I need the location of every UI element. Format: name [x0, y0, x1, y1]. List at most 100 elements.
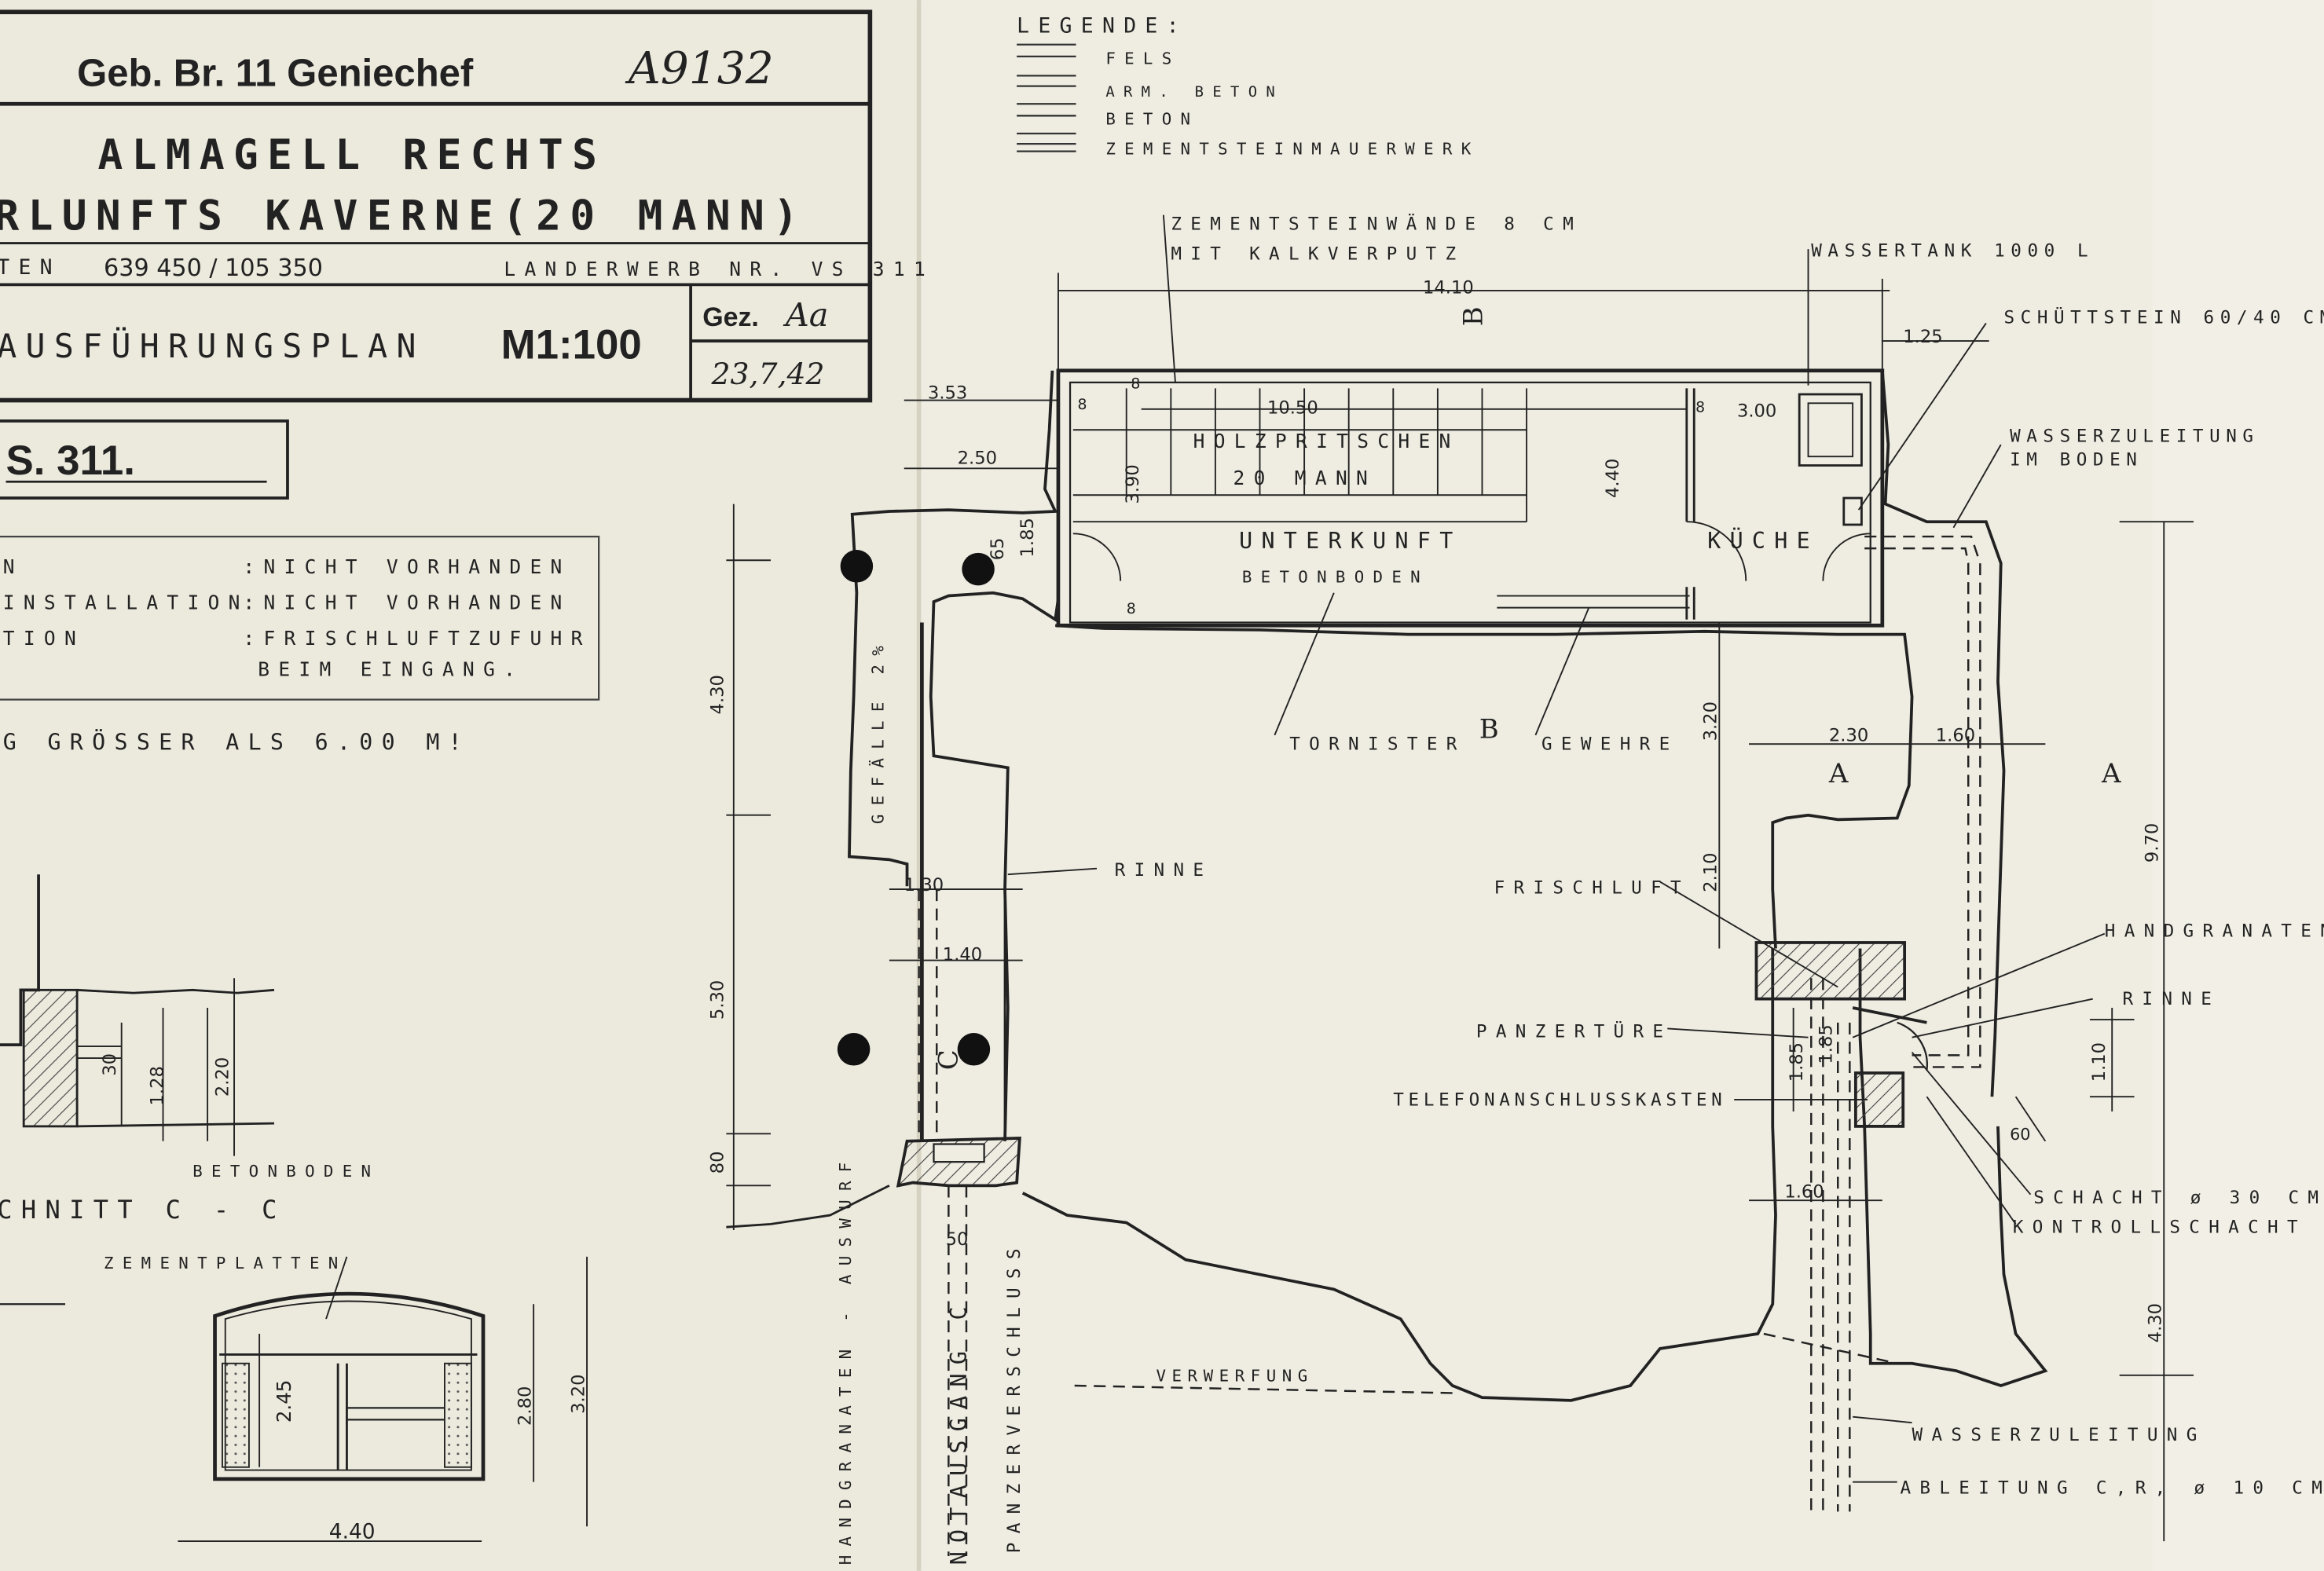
label-wassertank: WASSERTANK 1000 L — [1811, 241, 2094, 262]
section-cc-dim-220: 2.20 — [213, 1057, 233, 1097]
cavern-inner-wall — [1069, 381, 1871, 624]
floor-plan — [726, 214, 2194, 1556]
label-kontrollschacht: KONTROLLSCHACHT 40 — [2013, 1218, 2324, 1238]
plan-scale: M1:100 — [501, 322, 642, 368]
drawing-number: A9132 — [625, 42, 774, 94]
label-ableitung: ABLEITUNG C,R, ø 10 CM — [1900, 1478, 2324, 1499]
dim-430-left: 4.30 — [708, 675, 728, 714]
armored-door-frame — [1754, 941, 1907, 1001]
svg-text:8: 8 — [1127, 600, 1136, 617]
plan-labels: ZEMENTSTEINWÄNDE 8 CM MIT KALKVERPUTZ WA… — [1115, 213, 2324, 1499]
dim-185b: 1.85 — [1787, 1042, 1807, 1082]
section-cc-dim-320: 3.20 — [568, 1374, 588, 1413]
sink — [1842, 496, 1863, 526]
title-block — [0, 9, 873, 403]
landerwerb-number: LANDERWERB NR. VS 311 — [504, 258, 934, 280]
label-holzpritschen: HOLZPRITSCHEN — [1193, 430, 1460, 452]
dim-970: 9.70 — [2143, 823, 2163, 862]
svg-text:1.40: 1.40 — [943, 945, 982, 965]
bunk-grid — [1072, 388, 1690, 609]
section-marker-a-left: A — [1828, 758, 1857, 789]
dimension-lines — [726, 273, 2194, 1542]
label-zementsteinwaende: ZEMENTSTEINWÄNDE 8 CM — [1171, 213, 1582, 235]
section-cc-dim-440: 4.40 — [329, 1519, 376, 1544]
label-schuettstein: SCHÜTTSTEIN 60/40 CM — [2004, 306, 2324, 328]
dim-440: 4.40 — [1603, 459, 1623, 498]
dim-110: 1.10 — [2089, 1042, 2110, 1082]
label-telefon: TELEFONANSCHLUSSKASTEN — [1393, 1089, 1726, 1110]
dim-530: 5.30 — [708, 980, 728, 1020]
drawing-date: 23,7,42 — [711, 357, 825, 391]
label-kueche: KÜCHE — [1707, 527, 1819, 554]
label-kalkverputz: MIT KALKVERPUTZ — [1171, 244, 1464, 264]
dimension-values: 14.10 10.50 3.00 1.25 3.53 2.50 8 8 8 8 … — [904, 0, 2225, 1250]
svg-text:2.30: 2.30 — [1829, 725, 1868, 745]
legend-item-arm-beton: ARM. BETON — [1105, 83, 1284, 101]
stamp-box — [0, 419, 289, 500]
svg-text:8: 8 — [1131, 375, 1140, 392]
svg-text:3.00: 3.00 — [1737, 401, 1776, 421]
label-wasserzuleitung-boden-2: IM BODEN — [2010, 450, 2143, 471]
stamp-number: S. 311. — [6, 438, 135, 484]
dim-185c: 1.85 — [1816, 1024, 1837, 1064]
punch-holes — [837, 550, 995, 1066]
label-unterkunft: UNTERKUNFT — [1239, 528, 1461, 554]
svg-text:N: N — [3, 555, 24, 578]
svg-text:8: 8 — [1077, 396, 1087, 413]
svg-text:60: 60 — [2010, 1125, 2030, 1144]
dim-80: 80 — [708, 1151, 728, 1174]
warning-note: G GRÖSSER ALS 6.00 M! — [3, 729, 471, 756]
drawn-by-label: Gez. — [702, 302, 759, 332]
drawn-by-initials: Aa — [783, 295, 829, 334]
svg-text::NICHT VORHANDEN: :NICHT VORHANDEN — [243, 591, 570, 614]
svg-text:8: 8 — [1695, 399, 1705, 416]
section-cc-dim-128: 1.28 — [148, 1066, 168, 1105]
svg-text:1.60: 1.60 — [1784, 1181, 1824, 1202]
svg-text:2.50: 2.50 — [958, 449, 997, 469]
section-cc-dim-245: 2.45 — [273, 1380, 295, 1423]
section-marker-a-right: A — [2101, 758, 2130, 789]
label-handgranaten-right: HANDGRANATEN — [2105, 921, 2324, 941]
dim-430-right: 4.30 — [2145, 1303, 2165, 1342]
label-panzertuere: PANZERTÜRE — [1476, 1020, 1672, 1042]
section-marker-c: C — [933, 1049, 965, 1070]
label-notausgang: NOTAUSGANG C — [946, 1298, 972, 1565]
section-cc-dim-30: 30 — [100, 1053, 120, 1076]
svg-text:1.25: 1.25 — [1903, 327, 1942, 347]
legend-item-zementstein: ZEMENTSTEINMAUERWERK — [1105, 139, 1479, 158]
svg-text:1.60: 1.60 — [1936, 725, 1975, 745]
dim-185a: 1.85 — [1017, 518, 1038, 557]
cavern-outer-wall — [1056, 368, 1885, 628]
label-pritschen-mann: 20 MANN — [1233, 467, 1377, 489]
section-cc-dim-280: 2.80 — [515, 1386, 535, 1426]
label-betonboden: BETONBODEN — [1242, 568, 1429, 587]
section-marker-b-top: B — [1457, 306, 1489, 326]
section-marker-b-bottom: B — [1479, 714, 1508, 745]
svg-text:INSTALLATION: INSTALLATION — [3, 591, 249, 614]
svg-text:TION: TION — [3, 627, 85, 650]
installation-notes: N :NICHT VORHANDEN INSTALLATION :NICHT V… — [0, 535, 600, 701]
section-cc-zementplatten: ZEMENTPLATTEN — [104, 1254, 347, 1273]
svg-text:1.30: 1.30 — [904, 875, 944, 895]
legend-item-beton: BETON — [1105, 110, 1199, 129]
svg-text:14.10: 14.10 — [1423, 278, 1474, 298]
project-name-line2: RLUNFTS KAVERNE(20 MANN) — [0, 192, 807, 240]
svg-text:10.50: 10.50 — [1267, 397, 1318, 418]
legend: LEGENDE: FELS ARM. BETON BETON ZEMENTSTE… — [1017, 14, 1479, 158]
dim-65: 65 — [988, 537, 1008, 560]
project-name-line1: ALMAGELL RECHTS — [98, 131, 607, 179]
title-header: Geb. Br. 11 Geniechef — [77, 53, 474, 95]
label-panzerverschluss: PANZERVERSCHLUSS — [1004, 1240, 1025, 1553]
water-tank — [1798, 393, 1863, 467]
svg-text::FRISCHLUFTZUFUHR: :FRISCHLUFTZUFUHR — [243, 627, 591, 650]
svg-text:8: 8 — [2223, 0, 2225, 1]
legend-item-fels: FELS — [1105, 49, 1180, 68]
label-rinne-left: RINNE — [1115, 860, 1213, 881]
leader-lines — [1007, 214, 2106, 1483]
label-gefaelle: GEFÄLLE 2% — [867, 637, 887, 824]
label-wasserzuleitung-boden-1: WASSERZULEITUNG — [2010, 426, 2260, 446]
coordinates-value: 639 450 / 105 350 — [104, 255, 323, 282]
svg-text::NICHT VORHANDEN: :NICHT VORHANDEN — [243, 555, 570, 578]
label-handgranaten-auswurf: HANDGRANATEN - AUSWURF — [836, 1153, 855, 1565]
